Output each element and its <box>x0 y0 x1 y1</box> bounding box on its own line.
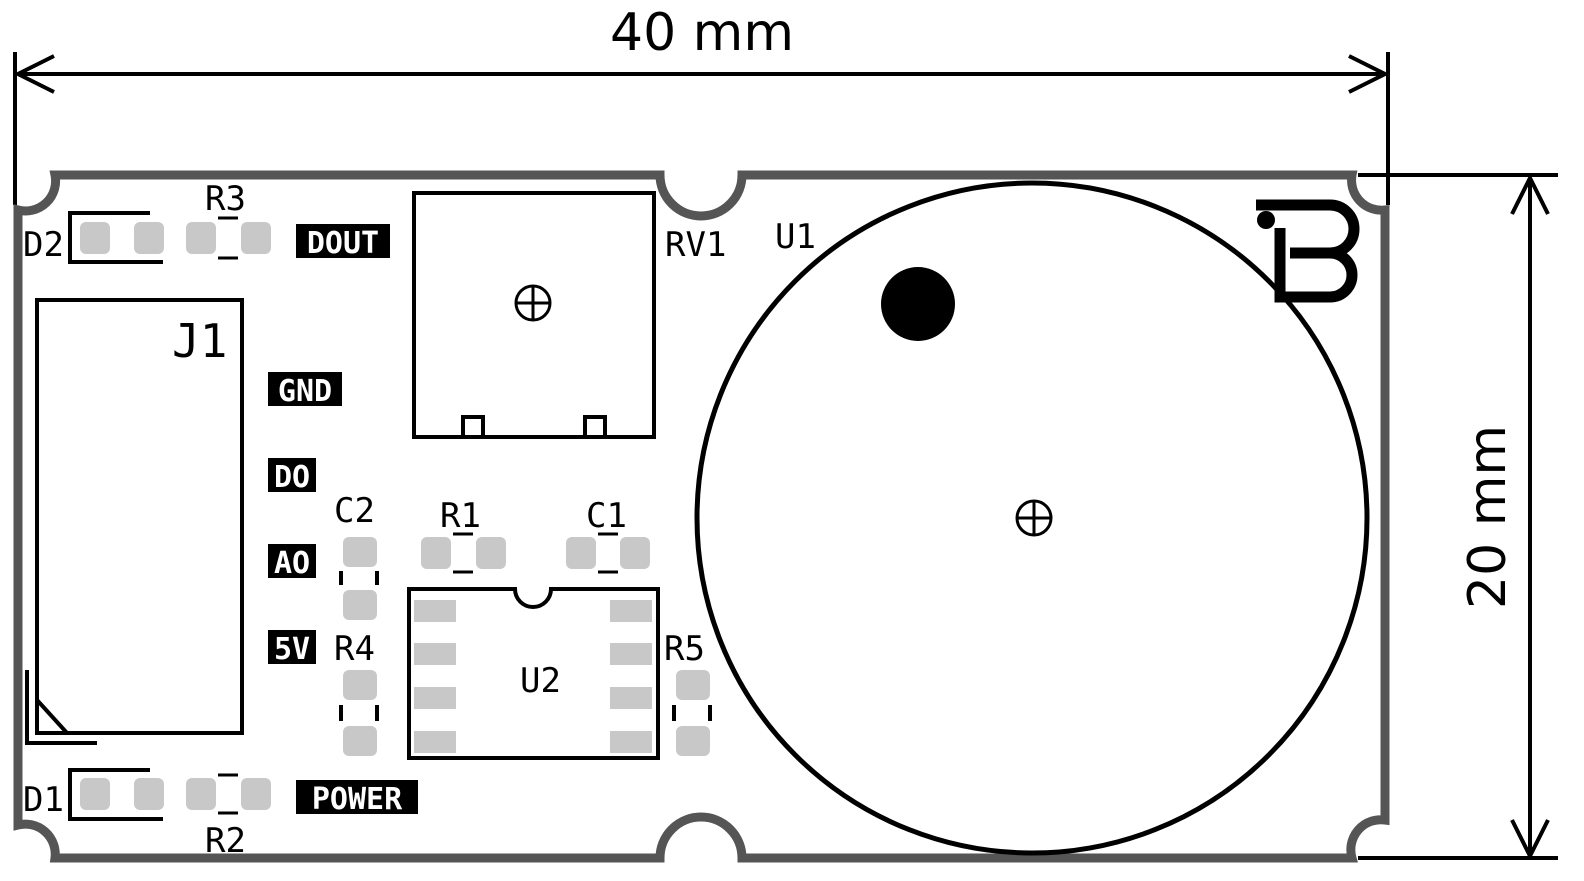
j1-label: J1 <box>172 314 227 368</box>
height-dimension: 20 mm <box>1358 173 1558 860</box>
u2-ic: U2 <box>407 587 660 760</box>
rv1-label: RV1 <box>665 225 726 265</box>
r1-resistor: R1 <box>421 496 506 574</box>
do-pin-label: DO <box>268 458 316 495</box>
width-dimension: 40 mm <box>13 3 1390 205</box>
j1-connector: J1 <box>25 298 244 745</box>
u2-label: U2 <box>520 661 561 701</box>
5v-pin-label: 5V <box>268 630 316 667</box>
d2-label: D2 <box>23 225 64 265</box>
ao-pin-label: AO <box>268 544 316 581</box>
svg-text:DOUT: DOUT <box>307 226 379 261</box>
c2-label: C2 <box>334 491 375 531</box>
d1-led: D1 <box>23 768 164 821</box>
r4-label: R4 <box>334 629 375 669</box>
svg-text:AO: AO <box>274 546 310 581</box>
height-dimension-label: 20 mm <box>1458 425 1518 609</box>
width-dimension-label: 40 mm <box>610 3 794 63</box>
r3-label: R3 <box>205 179 246 219</box>
svg-text:POWER: POWER <box>312 782 403 817</box>
u1-buzzer: U1 <box>694 180 1370 856</box>
r2-resistor: R2 <box>186 773 271 861</box>
c1-label: C1 <box>586 496 627 536</box>
r2-label: R2 <box>205 821 246 861</box>
u1-label: U1 <box>775 217 816 257</box>
rv1-potentiometer: RV1 <box>412 191 726 439</box>
brand-logo <box>1256 199 1360 303</box>
dout-pin-label: DOUT <box>296 224 390 261</box>
r3-resistor: R3 <box>186 179 271 260</box>
r1-label: R1 <box>440 496 481 536</box>
r4-resistor: R4 <box>334 629 379 756</box>
r5-resistor: R5 <box>664 629 712 756</box>
d1-label: D1 <box>23 780 64 820</box>
c2-capacitor: C2 <box>334 491 379 620</box>
c1-capacitor: C1 <box>566 496 650 574</box>
svg-text:DO: DO <box>274 460 310 495</box>
r5-label: R5 <box>664 629 705 669</box>
gnd-pin-label: GND <box>268 372 342 409</box>
svg-text:5V: 5V <box>274 632 310 667</box>
d2-led: D2 <box>23 211 164 265</box>
power-pin-label: POWER <box>296 780 418 817</box>
svg-text:GND: GND <box>278 374 332 409</box>
